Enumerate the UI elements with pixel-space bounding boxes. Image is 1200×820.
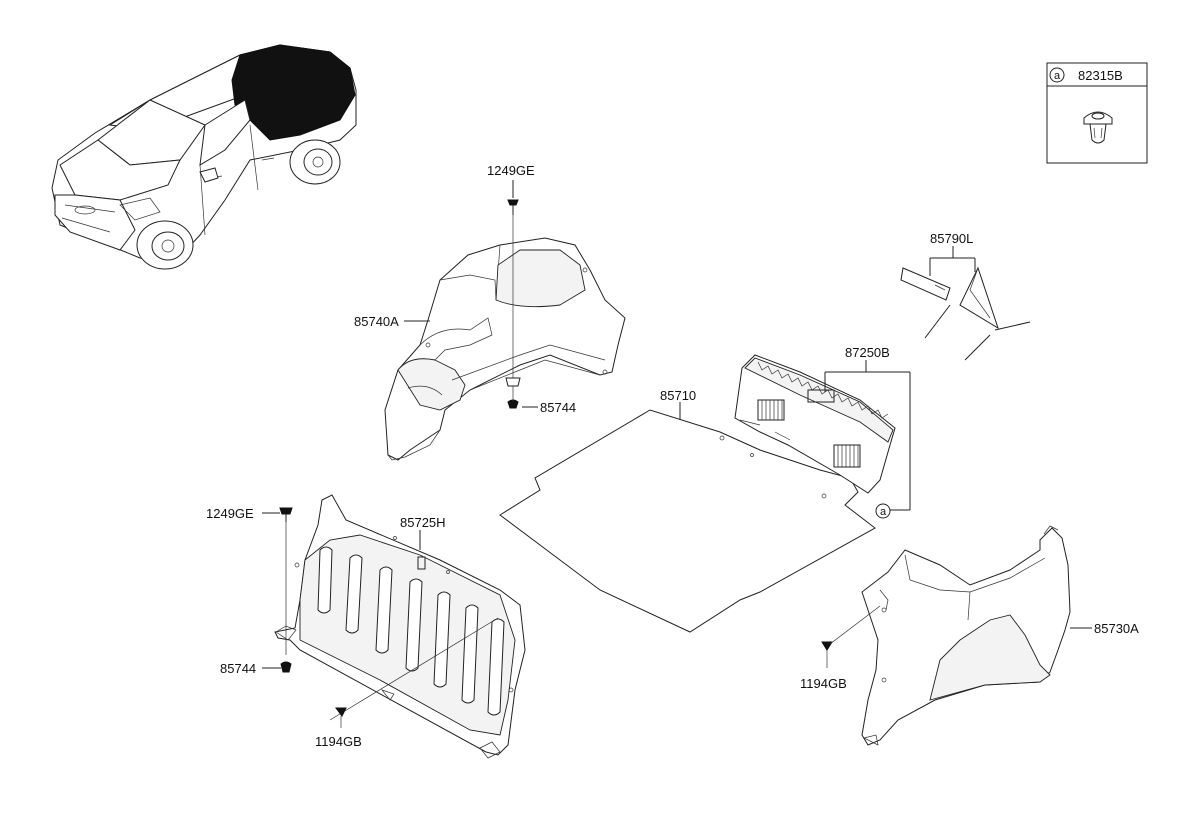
callout-1194gb-left: 1194GB	[315, 734, 362, 749]
leader-lines	[262, 180, 1092, 669]
fastener-1194gb-left	[335, 707, 347, 728]
floor-trim-85725h	[274, 494, 526, 759]
trim-85740a	[384, 237, 626, 461]
clip-85744-left	[280, 661, 292, 673]
callout-1194gb-right: 1194GB	[800, 676, 847, 691]
callout-85730a: 85730A	[1094, 621, 1139, 636]
vent-left	[757, 399, 785, 421]
callout-87250b: 87250B	[845, 345, 890, 360]
callout-85790l: 85790L	[930, 231, 973, 246]
detail-box-part-number: 82315B	[1078, 68, 1123, 83]
fastener-1249ge-left	[279, 507, 293, 655]
ref-marker-a: a	[875, 503, 891, 519]
ref-marker-label: a	[880, 506, 887, 518]
callout-85725h: 85725H	[400, 515, 446, 530]
vent-right	[833, 444, 861, 468]
callout-85710: 85710	[660, 388, 696, 403]
callout-1249ge-left: 1249GE	[206, 506, 254, 521]
detail-box-marker: a	[1054, 70, 1061, 82]
transverse-trim-87250b	[734, 354, 896, 494]
callout-1249ge-top: 1249GE	[487, 163, 535, 178]
callout-85744-top: 85744	[540, 400, 576, 415]
callout-85740a: 85740A	[354, 314, 399, 329]
vehicle-illustration	[51, 44, 357, 270]
fastener-1249ge-top	[507, 199, 519, 378]
clip-85744-top	[505, 377, 521, 409]
warning-triangle-85790l	[900, 266, 1031, 361]
floor-mat-85710	[499, 409, 876, 633]
cargo-area-highlight	[231, 44, 356, 141]
detail-box: a 82315B	[1046, 62, 1148, 164]
trim-85730a	[861, 525, 1071, 746]
callout-85744-left: 85744	[220, 661, 256, 676]
clip-icon	[1083, 111, 1113, 144]
callout-labels: 1249GE 85740A 85744 85710 87250B 85790L …	[206, 163, 1139, 749]
fastener-1194gb-right	[821, 605, 881, 668]
